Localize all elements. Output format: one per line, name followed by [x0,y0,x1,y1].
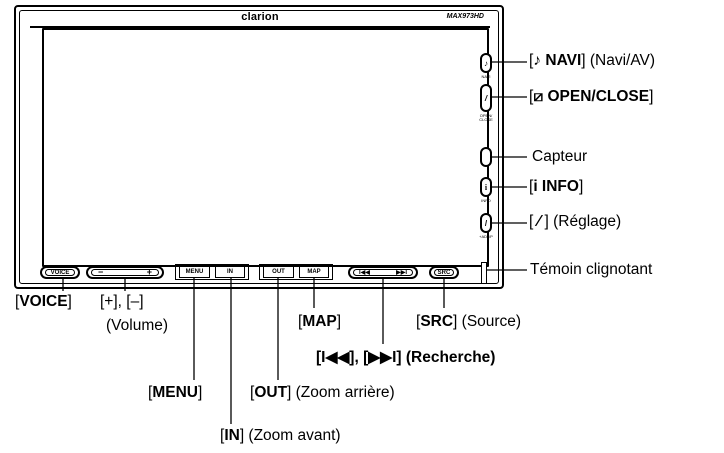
setup-caption: +ADJ/P [479,234,493,239]
in-button-label: IN [227,269,233,275]
search-rocker[interactable]: I◀◀ ▶▶I [348,266,418,279]
open-close-button[interactable]: / [480,84,492,112]
search-forward-button[interactable]: ▶▶I [396,269,407,276]
voice-button-label: VOICE [50,269,70,276]
label-capteur: Capteur [532,148,588,165]
label-map: [MAP] [298,313,342,330]
device-bezel [19,10,499,284]
display-screen[interactable] [42,28,489,267]
out-map-group [259,264,333,280]
label-volume-keys: [+], [–] [100,293,144,310]
label-info: [i INFO] [529,178,584,195]
label-search: [I◀◀], [▶▶I] (Recherche) [316,349,496,366]
map-button-label: MAP [307,269,321,275]
music-note-icon: ♪ [484,58,488,68]
voice-button[interactable]: VOICE [40,266,80,279]
model-name: MAX973HD [446,13,484,20]
setup-button[interactable]: / [480,213,492,233]
label-setup: [ ⁄ ] (Réglage) [529,213,622,230]
wrench-icon: / [484,218,488,228]
menu-button-label: MENU [185,269,204,275]
indicator-led [481,262,487,284]
menu-button[interactable]: MENU [179,266,210,278]
open-close-icon: / [484,93,488,103]
label-out: [OUT] (Zoom arrière) [250,384,395,401]
navi-caption: NAVI [481,74,491,79]
top-bar: clarion MAX973HD [30,11,490,28]
volume-down-button[interactable]: − [98,267,104,277]
label-temoin: Témoin clignotant [530,261,653,278]
label-volume: (Volume) [106,317,169,334]
info-caption: INFO [481,198,491,203]
label-voice: [VOICE] [15,293,72,310]
label-navi: [♪ NAVI] (Navi/AV) [529,52,656,69]
info-button[interactable]: i [480,177,492,197]
open-close-caption: OPEN/ CLOSE [479,113,493,122]
label-open-close: [⧄ OPEN/CLOSE] [529,88,654,105]
menu-in-group [175,264,249,280]
out-button-label: OUT [272,269,285,275]
navi-button[interactable]: ♪ [480,53,492,73]
in-button[interactable]: IN [215,266,245,278]
label-in: [IN] (Zoom avant) [220,427,341,444]
search-back-button[interactable]: I◀◀ [359,269,370,276]
sensor [480,147,492,167]
src-button[interactable]: SRC [429,266,459,279]
label-menu: [MENU] [148,384,203,401]
volume-rocker[interactable]: − + [86,266,164,279]
out-button[interactable]: OUT [263,266,294,278]
src-button-label: SRC [437,269,451,276]
label-src: [SRC] (Source) [416,313,522,330]
head-unit-device: clarion MAX973HD [14,5,504,289]
volume-up-button[interactable]: + [146,267,152,277]
info-icon: i [484,182,488,192]
brand-logo: clarion [241,11,279,23]
map-button[interactable]: MAP [299,266,329,278]
